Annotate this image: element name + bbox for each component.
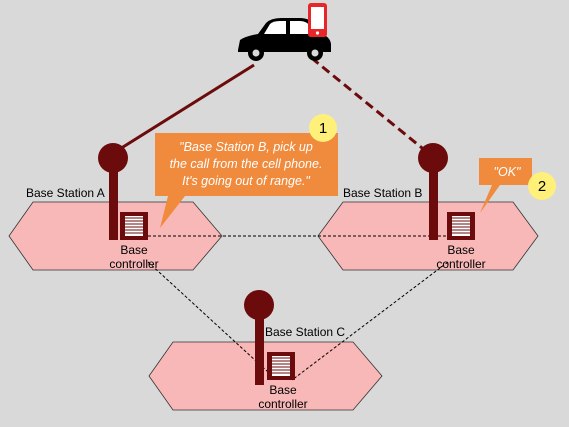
step-badge-1: 1 xyxy=(309,114,337,142)
controller-links xyxy=(147,235,449,381)
base-controller-icon xyxy=(447,212,475,240)
callout-1-line3: It's going out of range." xyxy=(182,174,310,188)
callout-1-line2: the call from the cell phone. xyxy=(170,157,323,171)
radio-link-b xyxy=(313,58,428,154)
radio-link-a xyxy=(114,63,255,154)
antenna-icon xyxy=(98,143,128,240)
callout-2-text: "OK" xyxy=(494,165,521,179)
step-badge-2-number: 2 xyxy=(538,178,546,195)
antenna-icon xyxy=(244,290,274,385)
station-c-label: Base Station C xyxy=(265,325,345,339)
callout-2: "OK" xyxy=(479,158,532,213)
controller-a-label-line1: Base xyxy=(120,243,148,257)
controller-c-label-line2: controller xyxy=(258,397,307,411)
step-badge-1-number: 1 xyxy=(319,120,327,137)
controller-b-label-line1: Base xyxy=(447,243,475,257)
link-a-c xyxy=(147,261,269,373)
link-b-c xyxy=(291,261,449,381)
controller-c-label-line1: Base xyxy=(269,383,297,397)
controller-a-label-line2: controller xyxy=(109,257,158,271)
base-controller-icon xyxy=(267,352,295,380)
antenna-icon xyxy=(418,143,448,240)
station-b-label: Base Station B xyxy=(343,186,422,200)
controller-b-label-line2: controller xyxy=(436,257,485,271)
station-a-label: Base Station A xyxy=(26,186,105,200)
cell-phone-icon xyxy=(308,3,327,37)
callout-1-line1: "Base Station B, pick up xyxy=(179,140,313,154)
callout-1: "Base Station B, pick up the call from t… xyxy=(155,133,338,228)
step-badge-2: 2 xyxy=(528,172,556,200)
cell-area-c xyxy=(148,341,383,411)
base-controller-icon xyxy=(120,212,148,240)
